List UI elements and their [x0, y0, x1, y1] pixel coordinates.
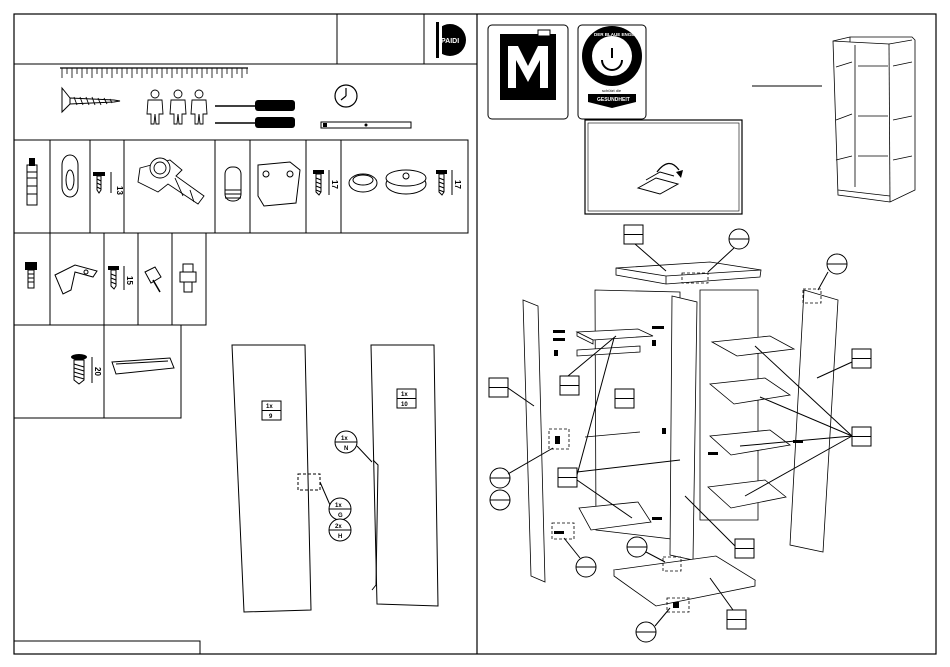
part-h-callout: 2x H: [329, 519, 351, 541]
ruler-icon: [60, 68, 248, 78]
screw-20-icon: 20: [71, 354, 102, 384]
screw-17-icon: 17: [313, 170, 339, 195]
screw-length-13: 13: [115, 186, 124, 195]
cover-plate-icon: [258, 162, 300, 206]
screw-15-icon: 15: [108, 266, 134, 290]
callout-g-count: 1x: [335, 503, 342, 509]
part-n-callout: 1x N: [335, 431, 372, 462]
eco-label-top: DER BLAUE ENGEL: [594, 32, 637, 37]
screw-17b-icon: 17: [436, 170, 462, 195]
left-door-panel: 1x 9: [232, 345, 320, 612]
callout-n-part: N: [344, 446, 348, 452]
m-quality-logo: [488, 25, 568, 119]
right-door-panel: 1x 10: [371, 345, 438, 606]
screw-length-15: 15: [125, 276, 134, 285]
leveling-feet-icon: [349, 170, 426, 194]
dowel-connector-icon: [27, 158, 37, 205]
part-g-callout: 1x G: [320, 482, 351, 520]
handle-icon: [112, 358, 174, 374]
screw-icon: [62, 88, 120, 112]
sticker-instruction-box: [585, 120, 742, 214]
exploded-assembly-view: [523, 262, 838, 612]
level-icon: [321, 122, 411, 128]
screw-length-20: 20: [93, 367, 102, 376]
left-door-count: 1x: [266, 404, 273, 410]
clock-icon: [335, 85, 357, 107]
bolt-icon: [25, 262, 37, 288]
eco-label-bottom: GESUNDHEIT: [597, 97, 630, 103]
screwdrivers-icon: [215, 100, 295, 128]
assembled-wardrobe-illustration: [833, 37, 915, 202]
screw-13-icon: 13: [93, 172, 124, 195]
screw-length-17b: 17: [453, 180, 462, 189]
anchor-icon: [145, 267, 161, 292]
shelf-support-icon: [225, 167, 241, 201]
three-persons-icon: [147, 90, 207, 124]
hinge-icon: [138, 158, 204, 204]
callout-h-count: 2x: [335, 524, 342, 530]
eco-label-schuetzt: schützt die: [602, 88, 622, 93]
brand-logo-text: PAIDI: [441, 38, 459, 45]
blue-angel-eco-label: DER BLAUE ENGEL schützt die GESUNDHEIT: [578, 25, 646, 119]
footer-box: [14, 641, 200, 654]
bracket-icon: [55, 265, 97, 294]
brand-logo: PAIDI: [434, 22, 466, 58]
screw-length-17: 17: [330, 180, 339, 189]
right-door-count: 1x: [401, 392, 408, 398]
callout-g-part: G: [338, 513, 343, 519]
pin-icon: [180, 264, 196, 292]
right-door-part: 10: [401, 402, 408, 408]
callout-n-count: 1x: [341, 436, 348, 442]
callout-h-part: H: [338, 534, 342, 540]
cam-lock-icon: [62, 155, 78, 197]
